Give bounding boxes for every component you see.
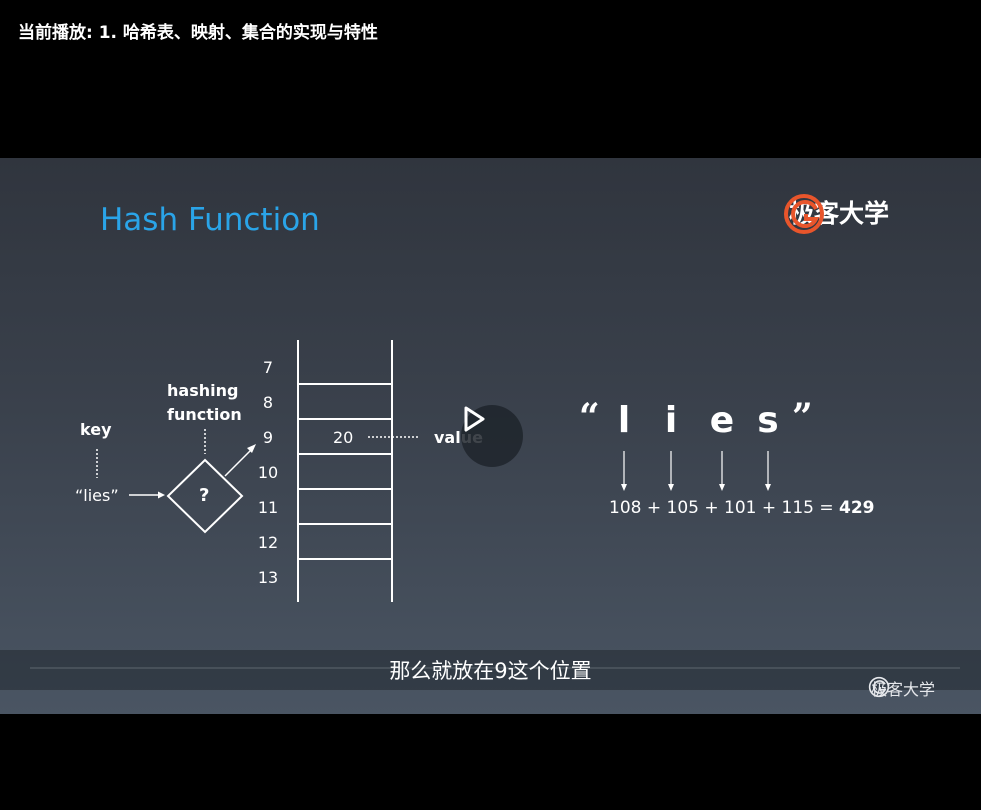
subtitle-bar bbox=[0, 650, 981, 690]
slot-number: 8 bbox=[262, 393, 274, 412]
open-quote: “ bbox=[579, 396, 600, 438]
hash-function-symbol: ? bbox=[199, 485, 210, 506]
now-playing-title: 当前播放: 1. 哈希表、映射、集合的实现与特性 bbox=[18, 23, 378, 43]
hash-function-label: hashing bbox=[167, 381, 239, 400]
stored-value: 20 bbox=[333, 428, 354, 447]
play-button[interactable] bbox=[461, 405, 523, 467]
subtitle-text: 那么就放在9这个位置 bbox=[389, 659, 592, 683]
slot-number: 11 bbox=[257, 498, 279, 517]
letter: s bbox=[757, 400, 779, 441]
slot-number: 7 bbox=[262, 358, 274, 377]
video-player[interactable]: Hash Function 极客大学 7 8 9 10 11 12 13 20 … bbox=[0, 158, 981, 714]
close-quote: ” bbox=[792, 396, 813, 438]
watermark-text: 极客大学 bbox=[871, 680, 936, 699]
formula-terms: 108 + 105 + 101 + 115 = bbox=[609, 498, 839, 518]
hash-function-label: function bbox=[167, 405, 242, 424]
slot-number: 12 bbox=[257, 533, 279, 552]
brand-logo: 极客大学 bbox=[784, 194, 889, 234]
letter: i bbox=[664, 400, 678, 441]
key-label: key bbox=[80, 420, 112, 439]
slot-number: 10 bbox=[257, 463, 279, 482]
letter: l bbox=[617, 400, 631, 441]
key-value: “lies” bbox=[75, 486, 119, 505]
slot-number: 13 bbox=[257, 568, 279, 587]
slide-title: Hash Function bbox=[100, 202, 320, 238]
formula-result: 429 bbox=[839, 498, 875, 518]
watermark: 极客大学 bbox=[868, 676, 935, 700]
letter: e bbox=[709, 400, 735, 441]
ascii-sum-formula: 108 + 105 + 101 + 115 = 429 bbox=[609, 498, 875, 518]
slot-number: 9 bbox=[262, 428, 274, 447]
diagram-lines bbox=[30, 340, 960, 669]
